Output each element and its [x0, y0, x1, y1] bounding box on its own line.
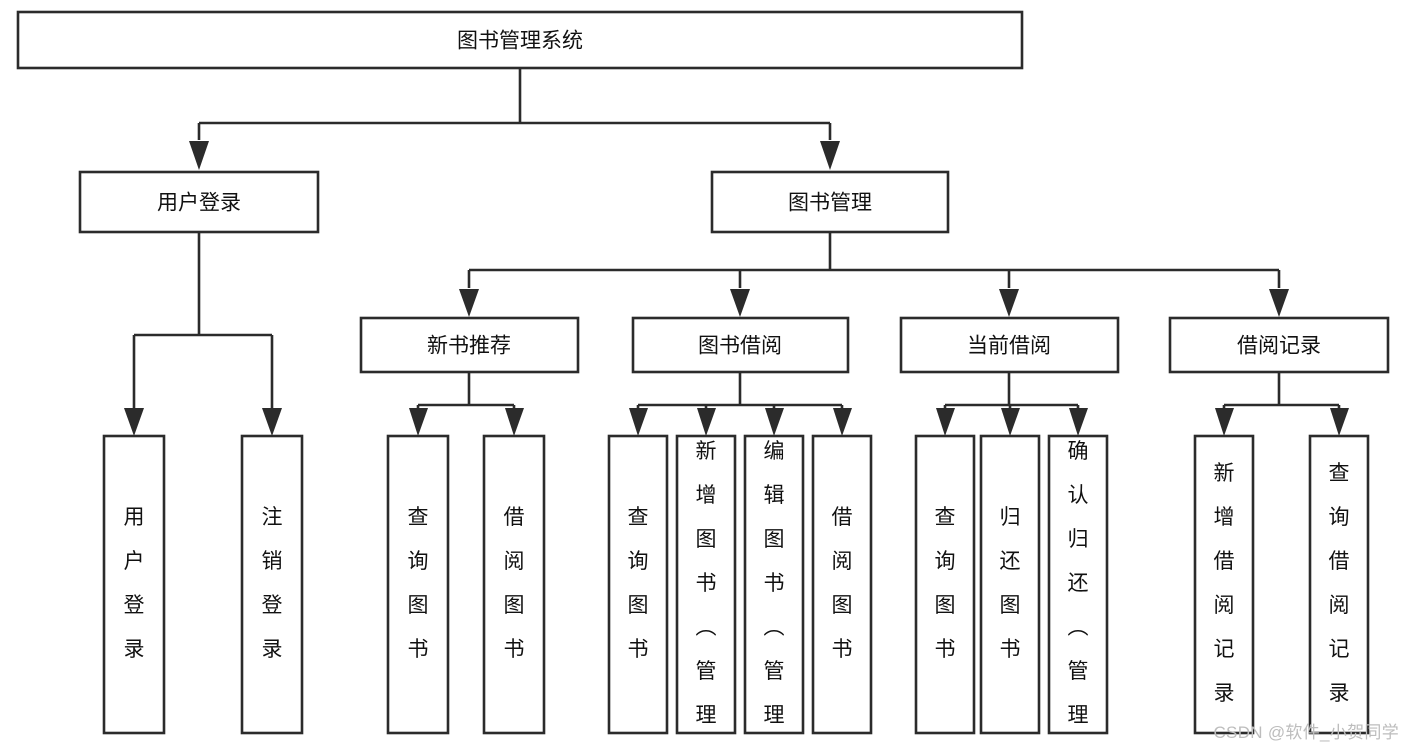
node-book-management[interactable]: 图书管理: [710, 170, 950, 234]
node-borrow-record[interactable]: 借阅记录: [1168, 316, 1390, 374]
leaf-user-login-logout[interactable]: 注销登录: [240, 434, 304, 735]
leaf-user-login-login[interactable]: 用户登录: [102, 434, 166, 735]
node-current-borrow[interactable]: 当前借阅: [899, 316, 1120, 374]
leaf-borrow-record-add-box[interactable]: [1193, 434, 1255, 735]
leaf-book-borrow-add[interactable]: 新增图书︵管理员︶: [675, 434, 737, 747]
arrow-head-icon: [765, 408, 784, 436]
leaf-user-login-logout-box[interactable]: [240, 434, 304, 735]
node-borrow-record-box[interactable]: [1168, 316, 1390, 374]
leaf-current-borrow-query-box[interactable]: [914, 434, 976, 735]
leaf-current-borrow-confirm[interactable]: 确认归还︵管理员︶: [1047, 434, 1109, 747]
leaf-new-book-query[interactable]: 查询图书: [386, 434, 450, 735]
arrow-head-icon: [1330, 408, 1349, 436]
arrow-head-icon: [459, 289, 479, 317]
leaf-user-login-login-label: 用户登录: [124, 506, 145, 661]
leaf-book-borrow-edit-box[interactable]: [743, 434, 805, 735]
arrow-head-icon: [505, 408, 524, 436]
leaf-new-book-borrow[interactable]: 借阅图书: [482, 434, 546, 735]
leaf-book-borrow-query-label: 查询图书: [628, 506, 649, 661]
node-new-book-recommend[interactable]: 新书推荐: [359, 316, 580, 374]
leaf-current-borrow-return-label: 归还图书: [1000, 506, 1021, 661]
arrow-head-icon: [730, 289, 750, 317]
leaf-book-borrow-borrow[interactable]: 借阅图书: [811, 434, 873, 735]
node-root[interactable]: 图书管理系统: [16, 10, 1024, 70]
node-borrow-record-label: 借阅记录: [1237, 335, 1321, 358]
leaf-current-borrow-return-box[interactable]: [979, 434, 1041, 735]
arrow-head-icon: [820, 141, 840, 170]
node-root-box[interactable]: [16, 10, 1024, 70]
leaf-new-book-query-box[interactable]: [386, 434, 450, 735]
arrow-head-icon: [999, 289, 1019, 317]
arrow-head-icon: [1069, 408, 1088, 436]
node-book-borrow-label: 图书借阅: [698, 335, 782, 358]
arrow-head-icon: [833, 408, 852, 436]
leaf-user-login-logout-label: 注销登录: [262, 506, 283, 661]
leaf-borrow-record-query-box[interactable]: [1308, 434, 1370, 735]
leaf-new-book-query-label: 查询图书: [408, 506, 429, 661]
connectors: [132, 68, 1341, 408]
leaf-book-borrow-borrow-label: 借阅图书: [832, 506, 853, 661]
arrow-head-icon: [262, 408, 282, 436]
arrow-head-icon: [189, 141, 209, 170]
leaf-book-borrow-borrow-box[interactable]: [811, 434, 873, 735]
arrow-heads: [124, 141, 1349, 436]
node-new-book-recommend-label: 新书推荐: [427, 335, 511, 358]
leaf-borrow-record-add-label: 新增借阅记录: [1214, 462, 1235, 705]
leaf-book-borrow-edit-label: 编辑图书︵管理员︶: [764, 440, 785, 747]
node-book-borrow[interactable]: 图书借阅: [631, 316, 850, 374]
leaf-book-borrow-add-label: 新增图书︵管理员︶: [696, 440, 717, 747]
arrow-head-icon: [936, 408, 955, 436]
arrow-head-icon: [629, 408, 648, 436]
arrow-head-icon: [1269, 289, 1289, 317]
leaf-book-borrow-edit[interactable]: 编辑图书︵管理员︶: [743, 434, 805, 747]
node-book-borrow-box[interactable]: [631, 316, 850, 374]
leaf-book-borrow-query[interactable]: 查询图书: [607, 434, 669, 735]
arrow-head-icon: [409, 408, 428, 436]
leaf-new-book-borrow-label: 借阅图书: [504, 506, 525, 661]
leaf-borrow-record-add[interactable]: 新增借阅记录: [1193, 434, 1255, 735]
leaf-current-borrow-return[interactable]: 归还图书: [979, 434, 1041, 735]
arrow-head-icon: [1215, 408, 1234, 436]
node-current-borrow-box[interactable]: [899, 316, 1120, 374]
leaf-book-borrow-add-box[interactable]: [675, 434, 737, 735]
node-current-borrow-label: 当前借阅: [967, 335, 1051, 358]
arrow-head-icon: [1001, 408, 1020, 436]
leaf-new-book-borrow-box[interactable]: [482, 434, 546, 735]
arrow-head-icon: [124, 408, 144, 436]
leaf-borrow-record-query[interactable]: 查询借阅记录: [1308, 434, 1370, 735]
arrow-head-icon: [697, 408, 716, 436]
node-book-management-label: 图书管理: [788, 192, 872, 215]
leaf-current-borrow-query[interactable]: 查询图书: [914, 434, 976, 735]
node-user-login-box[interactable]: [78, 170, 320, 234]
leaf-user-login-login-box[interactable]: [102, 434, 166, 735]
leaf-current-borrow-query-label: 查询图书: [935, 506, 956, 661]
leaf-current-borrow-confirm-label: 确认归还︵管理员︶: [1068, 440, 1089, 747]
node-book-management-box[interactable]: [710, 170, 950, 234]
leaf-book-borrow-query-box[interactable]: [607, 434, 669, 735]
node-new-book-recommend-box[interactable]: [359, 316, 580, 374]
leaf-borrow-record-query-label: 查询借阅记录: [1329, 462, 1350, 705]
node-user-login-label: 用户登录: [157, 192, 241, 215]
node-root-label: 图书管理系统: [457, 30, 583, 53]
leaf-current-borrow-confirm-box[interactable]: [1047, 434, 1109, 735]
node-user-login[interactable]: 用户登录: [78, 170, 320, 234]
